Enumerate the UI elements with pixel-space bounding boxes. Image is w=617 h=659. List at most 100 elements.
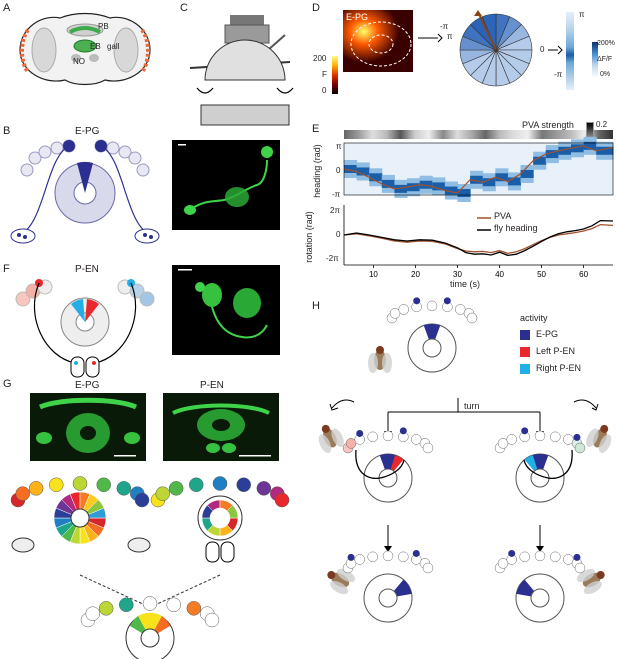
epg-dot (573, 433, 581, 441)
dff-min: 0% (600, 71, 611, 78)
pb-glomerulus (119, 597, 134, 613)
epg-calcium-label: E-PG (346, 12, 369, 22)
pb-glomerulus (367, 551, 378, 563)
eb-hole (378, 588, 398, 608)
fly-wing (576, 568, 595, 583)
label-pb: PB (98, 22, 109, 31)
g-epg-image (30, 393, 146, 461)
fly-head (327, 571, 336, 579)
fly-head (321, 424, 330, 433)
heading-column (566, 12, 574, 90)
pb-glomerulus (497, 438, 509, 449)
pb-glomerulus (85, 606, 100, 621)
column-neg-pi: -π (554, 70, 563, 79)
heading-ytick-neg-pi: -π (332, 190, 341, 199)
eb-hole (422, 338, 442, 358)
fly-wing (598, 434, 612, 453)
rotation-ytick-neg-2pi: -2π (326, 254, 339, 263)
heatmap-cell (356, 167, 370, 176)
fly-wing (368, 353, 378, 373)
pb-glomerulus (563, 434, 574, 445)
gall-left (11, 537, 35, 553)
h-legend-swatch-right-pen (520, 364, 530, 374)
fly-wing (586, 428, 599, 448)
fly-wing (382, 353, 392, 373)
x-tick-label: 10 (369, 270, 378, 279)
heading-ytick-0: 0 (336, 166, 341, 175)
pb-glomerulus (398, 304, 409, 315)
h-legend-title: activity (520, 313, 548, 323)
heatmap-cell (533, 156, 547, 165)
epg-dot (356, 429, 364, 437)
pb-glomerulus (574, 562, 586, 574)
x-tick-label: 60 (579, 270, 588, 279)
pb-glomerulus (534, 550, 546, 562)
pva-strength-label: PVA strength (522, 120, 574, 130)
label-no: NO (73, 57, 85, 66)
pva-strength-bar (344, 130, 613, 139)
pen-loop (355, 449, 405, 480)
rotate-right-arrowhead (591, 403, 599, 411)
x-tick-label: 30 (453, 270, 462, 279)
pb-glomerulus (212, 476, 228, 491)
pb-glomerulus (455, 304, 466, 315)
eb-active-wedge (138, 612, 162, 638)
heatmap-cell (407, 183, 421, 192)
fly-wing (318, 434, 332, 453)
heatmap-cell (596, 146, 614, 155)
fly-icon (318, 424, 344, 453)
pb-glomerulus (382, 550, 394, 562)
epg-neuron-image (172, 140, 280, 230)
pb-glomerulus (49, 477, 64, 493)
h-legend-right-pen: Right P-EN (536, 363, 582, 373)
heatmap-pva-line (343, 145, 614, 194)
label-eb: EB (90, 42, 101, 51)
pb-glomerulus (354, 554, 365, 565)
wheel-neg-pi: -π (440, 22, 449, 31)
heatmap-cell (558, 146, 572, 155)
f-colorbar-label: F (322, 70, 327, 79)
heatmap-cell (369, 173, 383, 182)
heatmap-cell (507, 177, 522, 186)
h-legend-swatch-left-pen (520, 347, 530, 357)
pb-glomerulus (189, 477, 204, 493)
panel-label-b: B (3, 125, 11, 137)
eb-hole (140, 628, 160, 648)
panel-label-g: G (3, 378, 12, 390)
g-epg-title: E-PG (75, 380, 100, 391)
epg-dot (412, 549, 420, 557)
epg-schematic (10, 139, 160, 244)
pb-glomerulus (168, 481, 184, 496)
noduli-left (205, 541, 220, 563)
pb-glomerulus (98, 601, 114, 616)
wheel-pi: π (447, 32, 453, 41)
panel-label-f: F (3, 263, 10, 275)
pb-glomerulus (186, 601, 202, 616)
pb-glomerulus (534, 430, 546, 442)
pb-glomerulus (550, 431, 561, 443)
heatmap-cell (545, 150, 559, 159)
pb-glomerulus (142, 596, 158, 611)
panel-label-h: H (312, 300, 320, 312)
pb-glomerulus (345, 438, 357, 449)
pb-glomerulus (134, 492, 150, 508)
heatmap-cell (444, 186, 458, 195)
pb-glomerulus (367, 431, 378, 443)
legend-swatch-pva (477, 217, 491, 219)
pb-glomerulus (426, 300, 438, 312)
fly-wing (583, 580, 602, 595)
pb-glomerulus (574, 442, 586, 454)
legend-swatch-fly (477, 229, 491, 231)
heading-ytick-pi: π (336, 142, 342, 151)
x-tick-label: 20 (411, 270, 420, 279)
arrow-icon (418, 33, 443, 43)
h-legend-swatch-epg (520, 330, 530, 340)
rotation-xlabel: time (s) (450, 279, 480, 289)
panel-label-e: E (312, 123, 320, 135)
epg-dot (521, 427, 529, 435)
x-tick-label: 40 (495, 270, 504, 279)
g-pen-image (163, 393, 279, 461)
heading-wheel (459, 10, 533, 87)
turning-mechanism-diagram (318, 297, 612, 623)
